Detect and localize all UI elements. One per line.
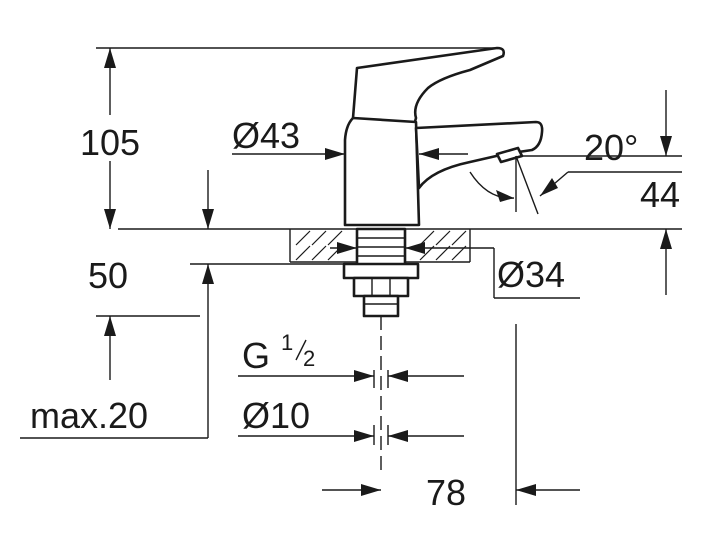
dim-50: [190, 170, 350, 438]
dim-diameter-10: [238, 430, 464, 442]
label-thread-g: G: [242, 335, 270, 376]
label-thread-num: 1: [281, 330, 293, 355]
label-angle-20: 20°: [584, 127, 638, 168]
label-105: 105: [80, 122, 140, 163]
label-50: 50: [88, 255, 128, 296]
spout: [414, 120, 544, 190]
dim-thread: [238, 339, 464, 382]
mounting-shank: [342, 227, 420, 318]
dim-44: [520, 90, 682, 295]
supply-pipe: [373, 316, 389, 470]
dim-diameter-43: [232, 148, 468, 160]
label-thread-den: 2: [303, 346, 315, 371]
lever-handle: [351, 46, 506, 127]
label-diameter-43: Ø43: [232, 115, 300, 156]
dim-height-105: [70, 47, 500, 229]
label-max20: max.20: [30, 395, 148, 436]
label-diameter-10: Ø10: [242, 395, 310, 436]
dim-max20: [20, 315, 208, 439]
label-44: 44: [640, 174, 680, 215]
body-cylinder: [343, 116, 421, 227]
label-78: 78: [426, 472, 466, 513]
dim-angle-20: [469, 155, 682, 215]
dim-diameter-34: [330, 242, 580, 299]
label-diameter-34: Ø34: [497, 254, 565, 295]
faucet-body: [343, 46, 544, 227]
dim-78: [322, 324, 580, 505]
